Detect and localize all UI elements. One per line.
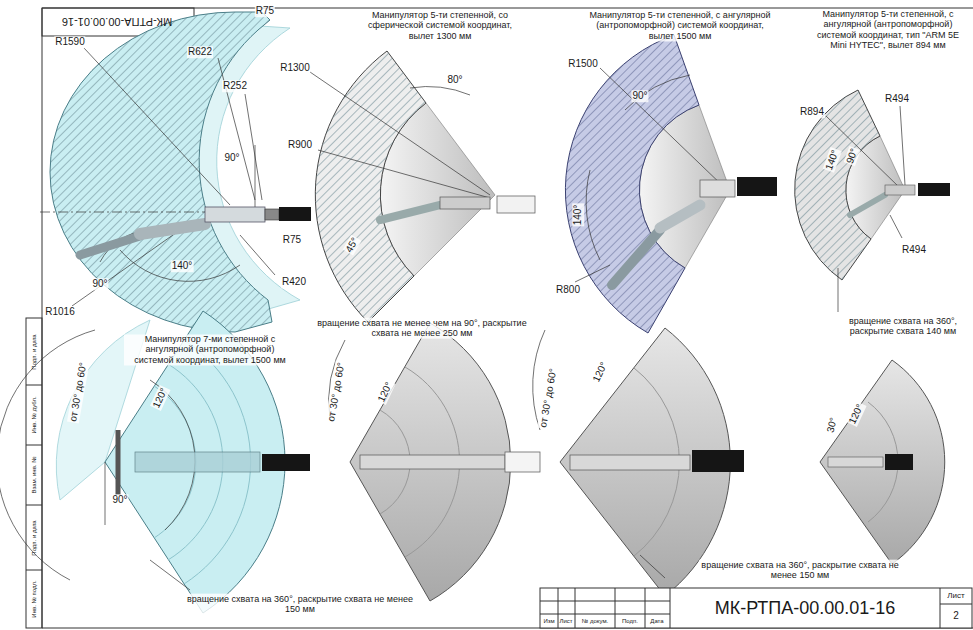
title-cell: Изм [542, 618, 555, 625]
drawing-caption: Манипулятор 5-ти степенной, с ангулярной… [807, 9, 969, 50]
angle-label: 140° [171, 260, 194, 272]
dimension-label: R800 [555, 284, 581, 296]
angle-label: 140° [572, 204, 584, 227]
angle-label: 45° [343, 235, 362, 256]
angle-label: 120° [150, 385, 170, 410]
dimension-label: R1500 [567, 58, 598, 70]
dimension-label: R894 [799, 106, 825, 118]
angle-label: от 30° до 60° [325, 361, 347, 424]
drawing-caption: Манипулятор 5-ти степенной, со сферическ… [354, 10, 526, 41]
dimension-label: R1590 [54, 36, 85, 48]
angle-label: 90° [91, 278, 108, 290]
drawing-number: МК-РТПА-00.00.01-16 [714, 598, 897, 619]
sheet-frame [26, 8, 973, 628]
note-text: вращение схвата на 360°, раскрытие схват… [699, 560, 901, 581]
note-text: вращение схвата не менее чем на 90°, рас… [316, 318, 528, 339]
workspace-drawing [565, 35, 777, 333]
workspace-drawing [0, 311, 310, 613]
angle-label: 80° [446, 74, 463, 86]
title-cell: Лист [946, 591, 965, 600]
dimension-label: R622 [187, 46, 213, 58]
angle-label: от 30° до 60° [67, 361, 89, 424]
angle-label: 90° [844, 146, 861, 166]
title-cell: № докум. [581, 618, 609, 625]
angle-label: 120° [846, 401, 866, 426]
stamp-cell: Инв. № подл. [31, 579, 38, 618]
angle-label: 120° [590, 359, 610, 384]
angle-label: 90° [631, 90, 648, 102]
workspace-drawing [820, 360, 945, 564]
drawing-caption: Манипулятор 5-ти степенной, с ангулярной… [582, 10, 779, 41]
angle-label: от 30° до 60° [537, 367, 559, 430]
dimension-label: R420 [281, 276, 307, 288]
stamp-cell: Подп. и дата [31, 333, 38, 370]
workspace-drawing [40, 12, 311, 332]
title-block [540, 588, 972, 628]
note-text: вращение схвата на 360°, раскрытие схват… [184, 594, 416, 615]
title-cell: 2 [952, 610, 960, 622]
angle-label: 30° [824, 415, 840, 435]
stamp-cell: Взам. инв. № [31, 455, 38, 494]
dimension-label: R75 [282, 234, 302, 246]
angle-label: 90° [223, 152, 240, 164]
workspace-drawing [533, 328, 744, 596]
title-cell: Дата [649, 618, 664, 625]
dimension-label: R75 [255, 5, 275, 17]
dimension-label: R494 [901, 244, 927, 256]
dimension-label: R900 [287, 139, 313, 151]
workspace-drawing [329, 323, 540, 601]
angle-label: 140° [823, 147, 842, 172]
title-cell: Лист [558, 618, 573, 625]
dimension-label: R1016 [44, 306, 75, 318]
dimension-label: R494 [884, 93, 910, 105]
dimension-label: R252 [222, 80, 248, 92]
drawing-number: МК-РТПА-00.00.01-16 [61, 16, 173, 29]
angle-label: 120° [375, 379, 395, 404]
workspace-drawing [795, 90, 950, 312]
drawing-caption: Манипулятор 7-ми степенной с ангулярной … [124, 334, 296, 365]
dimension-label: R1300 [279, 62, 310, 74]
note-text: вращение схвата на 360°, раскрытие схват… [837, 316, 969, 337]
stamp-cell: Подп. и дата [31, 519, 38, 556]
angle-label: 90° [111, 494, 128, 506]
stamp-cell: Инв. № дубл. [31, 395, 38, 434]
title-cell: Подп. [621, 618, 639, 625]
workspace-drawing [310, 51, 535, 322]
